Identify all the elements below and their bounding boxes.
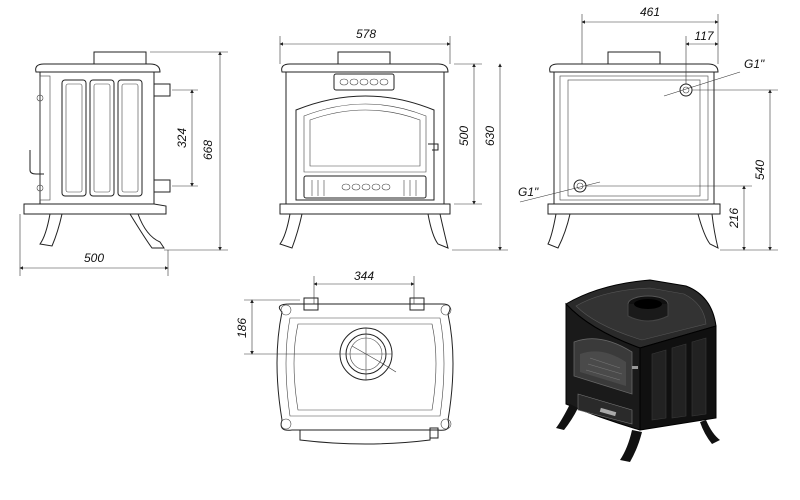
side-pipe-spacing-label: 324 bbox=[175, 128, 189, 148]
front-view: 578 500 630 bbox=[279, 27, 508, 251]
rear-lower-pipe-height-label: 216 bbox=[727, 208, 741, 229]
front-width-label: 578 bbox=[356, 27, 376, 41]
rear-width-label: 461 bbox=[640, 5, 660, 19]
top-depth-label: 186 bbox=[235, 318, 249, 338]
side-height-label: 668 bbox=[201, 140, 215, 160]
front-total-height-label: 630 bbox=[483, 126, 497, 146]
rear-view: 461 117 G1" G1" 540 216 bbox=[518, 5, 778, 251]
side-width-label: 500 bbox=[84, 251, 104, 265]
rear-upper-pipe-height-label: 540 bbox=[753, 160, 767, 180]
side-view: 500 668 324 bbox=[19, 51, 228, 276]
top-flue-position-label: 344 bbox=[354, 269, 374, 283]
front-height-label: 500 bbox=[457, 126, 471, 146]
stove-3d-render bbox=[556, 279, 720, 462]
rear-thread-upper-label: G1" bbox=[744, 57, 765, 71]
top-view: 344 186 bbox=[235, 269, 454, 445]
rear-flue-offset-label: 117 bbox=[694, 29, 714, 43]
rear-thread-lower-label: G1" bbox=[518, 185, 539, 199]
